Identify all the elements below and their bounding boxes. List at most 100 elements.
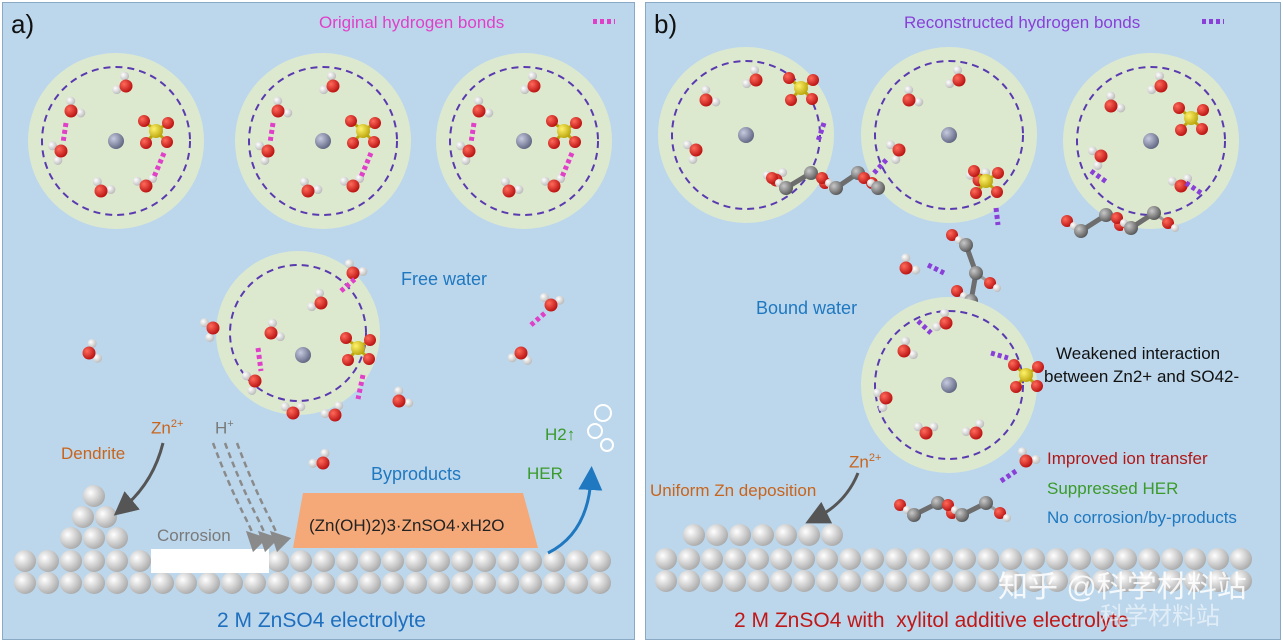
byproduct-block — [293, 493, 538, 548]
hydrogen-atom — [254, 141, 264, 151]
zn-metal-atom — [793, 548, 815, 570]
zn-metal-atom — [589, 572, 611, 594]
deposited-zn-atom — [798, 524, 820, 546]
zn-metal-atom — [405, 572, 427, 594]
improved-ion-transfer-label: Improved ion transfer — [1047, 449, 1208, 468]
zn-atom — [295, 347, 311, 363]
zn-metal-atom — [290, 572, 312, 594]
h-ion-label: H+ — [215, 418, 234, 438]
hydrogen-atom — [520, 85, 530, 95]
zn-metal-atom — [267, 572, 289, 594]
zn-metal-atom — [977, 548, 999, 570]
oxygen-atom — [894, 499, 906, 511]
zn-arrow — [113, 442, 165, 516]
zn-metal-atom — [1161, 548, 1183, 570]
oxygen-atom — [968, 165, 980, 177]
oxygen-atom — [1162, 217, 1174, 229]
oxygen-atom — [546, 115, 558, 127]
oxygen-atom — [392, 394, 406, 408]
hydrogen-atom — [528, 71, 538, 81]
dendrite-atom — [72, 506, 94, 528]
zn-metal-atom — [175, 572, 197, 594]
oxygen-atom — [368, 136, 380, 148]
hydrogen-atom — [283, 108, 293, 118]
deposited-zn-atom — [706, 524, 728, 546]
oxygen-atom — [328, 408, 342, 422]
zn-arrow-b — [805, 472, 860, 524]
hydrogen-bond — [151, 152, 167, 178]
hydrogen-bond — [255, 347, 264, 372]
hydrogen-atom — [1183, 174, 1193, 184]
zn-metal-atom — [106, 550, 128, 572]
hydrogen-atom — [358, 267, 368, 277]
hydrogen-bond — [339, 277, 357, 293]
hydrogen-atom — [308, 458, 318, 468]
hydrogen-atom — [878, 402, 888, 412]
hydrogen-atom — [320, 448, 330, 458]
zn-atom — [1143, 133, 1159, 149]
zn-metal-atom — [655, 548, 677, 570]
carbon-atom — [1099, 208, 1113, 222]
shell-boundary — [1076, 66, 1226, 216]
zn-metal-atom — [451, 550, 473, 572]
hydrogen-atom — [742, 79, 752, 89]
hydrogen-atom — [1017, 447, 1027, 457]
oxygen-atom — [314, 296, 328, 310]
zn-metal-atom — [1230, 548, 1252, 570]
oxygen-atom — [119, 79, 133, 93]
oxygen-atom — [785, 94, 797, 106]
oxygen-atom — [699, 93, 713, 107]
oxygen-atom — [346, 179, 360, 193]
hydrogen-bond — [1089, 168, 1110, 186]
shell-boundary — [449, 66, 599, 216]
legend-original-hbonds: Original hydrogen bonds — [319, 13, 505, 32]
oxygen-atom — [1111, 212, 1123, 224]
hydrogen-atom — [339, 176, 349, 186]
hydrogen-atom — [904, 85, 914, 95]
no-corrosion-label: No corrosion/by-products — [1047, 508, 1237, 527]
hydrogen-atom — [296, 402, 306, 412]
hydrogen-atom — [914, 97, 924, 107]
deposited-zn-atom — [775, 524, 797, 546]
zn-metal-atom — [977, 570, 999, 592]
sulfur-atom — [356, 124, 370, 138]
hydrogen-atom — [913, 422, 923, 432]
oxygen-atom — [54, 144, 68, 158]
oxygen-atom — [942, 499, 954, 511]
zn-metal-atom — [908, 570, 930, 592]
hydrogen-atom — [53, 155, 63, 165]
zn-atom — [941, 377, 957, 393]
oxygen-atom — [1197, 104, 1209, 116]
zn-metal-atom — [701, 548, 723, 570]
oxygen-atom — [301, 184, 315, 198]
oxygen-atom — [248, 374, 262, 388]
hydrogen-atom — [872, 388, 882, 398]
free-water-label: Free water — [401, 269, 488, 289]
panel-b-letter: b) — [654, 9, 678, 39]
sulfur-atom — [979, 174, 993, 188]
proton-arrow — [223, 442, 280, 553]
zn-metal-atom — [1069, 548, 1091, 570]
zn-metal-atom — [954, 570, 976, 592]
oxygen-atom — [1031, 380, 1043, 392]
zn-metal-atom — [701, 570, 723, 592]
hydrogen-atom — [507, 353, 517, 363]
proton-arrow — [235, 442, 292, 553]
oxygen-atom — [991, 186, 1003, 198]
zn-metal-atom — [60, 550, 82, 572]
oxygen-atom — [161, 136, 173, 148]
zn-metal-atom — [931, 570, 953, 592]
oxygen-atom — [952, 73, 966, 87]
zn-metal-atom — [290, 550, 312, 572]
hydrogen-atom — [891, 154, 901, 164]
oxygen-atom — [897, 344, 911, 358]
panel-a-electrolyte-label: 2 M ZnSO4 electrolyte — [217, 609, 426, 632]
zn-atom — [941, 127, 957, 143]
sulfur-atom — [149, 124, 163, 138]
zn-metal-atom — [1161, 570, 1183, 592]
shell-boundary — [248, 66, 398, 216]
hydrogen-atom — [682, 140, 692, 150]
oxygen-atom — [899, 261, 913, 275]
zn-metal-atom — [83, 572, 105, 594]
zn-metal-atom — [543, 572, 565, 594]
